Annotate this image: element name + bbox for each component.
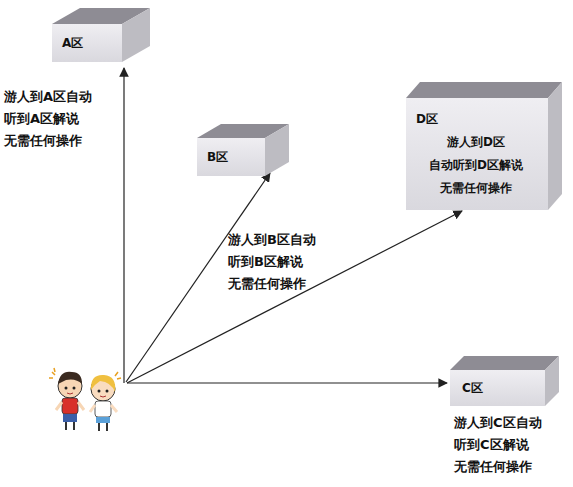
zone-box: B区 (197, 138, 265, 176)
box-side-face (545, 356, 559, 406)
zone-name: D区 (416, 108, 540, 131)
zone-box: C区 (450, 370, 545, 406)
box-side-face (122, 8, 150, 62)
box-top-face (450, 356, 559, 370)
zone-caption: 游人到A区自动 听到A区解说 无需任何操作 (4, 86, 122, 152)
zone-note: 游人到D区 自动听到D区解说 无需任何操作 (416, 131, 536, 200)
zone-name: A区 (62, 32, 114, 55)
box-top-face (406, 82, 562, 98)
zone-box: D区游人到D区 自动听到D区解说 无需任何操作 (406, 98, 548, 210)
box-side-face (265, 124, 289, 176)
zone-caption: 游人到B区自动 听到B区解说 无需任何操作 (228, 229, 346, 295)
visitor-figures (49, 368, 121, 431)
zone-caption: 游人到C区自动 听到C区解说 无需任何操作 (454, 412, 570, 478)
zone-box: A区 (52, 24, 122, 62)
zone-name: C区 (462, 377, 537, 400)
zone-name: B区 (207, 146, 257, 169)
box-side-face (548, 82, 562, 210)
